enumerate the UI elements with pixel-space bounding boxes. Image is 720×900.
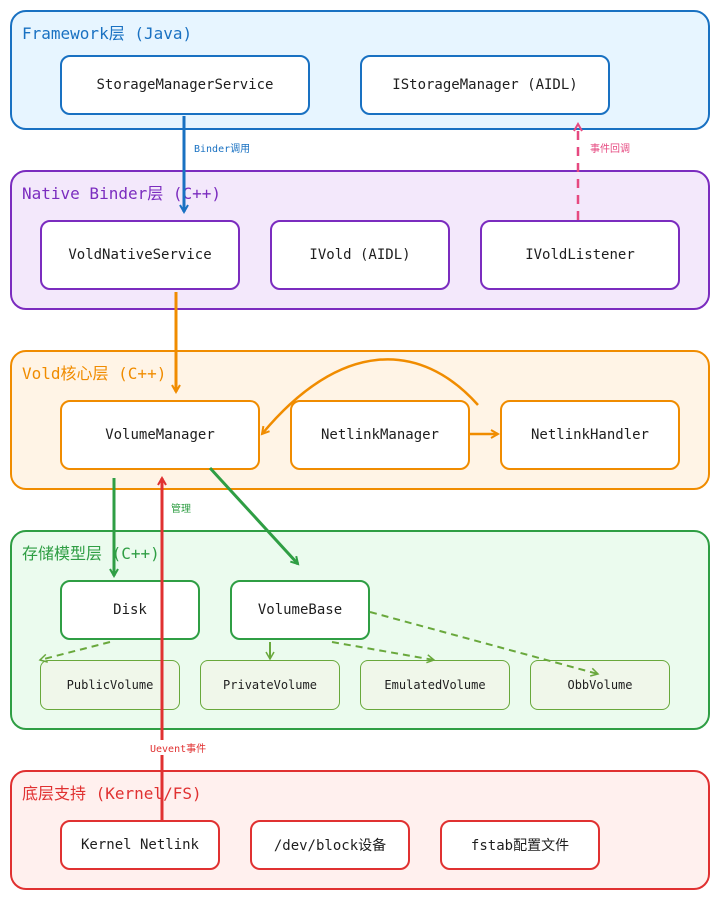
- volume-base-to-obb-volume-arrow: [369, 611, 600, 677]
- volume-base-node[interactable]: VolumeBase: [230, 580, 370, 640]
- framework-layer-title: Framework层 (Java): [22, 24, 193, 43]
- emulated-volume-node[interactable]: EmulatedVolume: [360, 660, 510, 710]
- uevent-label: Uevent事件: [149, 740, 208, 755]
- private-volume-node[interactable]: PrivateVolume: [200, 660, 340, 710]
- native-binder-layer-title: Native Binder层 (C++): [22, 184, 222, 203]
- public-volume-node[interactable]: PublicVolume: [40, 660, 180, 710]
- storage-manager-service-node[interactable]: StorageManagerService: [60, 55, 310, 115]
- fstab-node[interactable]: fstab配置文件: [440, 820, 600, 870]
- dev-block-node[interactable]: /dev/block设备: [250, 820, 410, 870]
- vold-core-layer-title: Vold核心层 (C++): [22, 364, 167, 383]
- vold-native-service-node[interactable]: VoldNativeService: [40, 220, 240, 290]
- netlink-curve-arrow: [262, 358, 479, 434]
- volume-manager-to-volume-base-arrow: [208, 466, 298, 564]
- manage-label: 管理: [171, 504, 191, 515]
- ivold-node[interactable]: IVold (AIDL): [270, 220, 450, 290]
- kernel-netlink-node[interactable]: Kernel Netlink: [60, 820, 220, 870]
- disk-node[interactable]: Disk: [60, 580, 200, 640]
- binder-call-label: Binder调用: [194, 144, 251, 155]
- obb-volume-node[interactable]: ObbVolume: [530, 660, 670, 710]
- event-callback-label: 事件回调: [590, 144, 630, 155]
- netlink-handler-node[interactable]: NetlinkHandler: [500, 400, 680, 470]
- netlink-manager-node[interactable]: NetlinkManager: [290, 400, 470, 470]
- kernel-layer-title: 底层支持 (Kernel/FS): [22, 784, 202, 803]
- ivold-listener-node[interactable]: IVoldListener: [480, 220, 680, 290]
- volume-base-to-emulated-volume-arrow: [331, 641, 436, 664]
- disk-to-public-volume-arrow: [38, 641, 111, 663]
- storage-model-layer-title: 存储模型层 (C++): [22, 544, 160, 563]
- volume-manager-node[interactable]: VolumeManager: [60, 400, 260, 470]
- istorage-manager-node[interactable]: IStorageManager (AIDL): [360, 55, 610, 115]
